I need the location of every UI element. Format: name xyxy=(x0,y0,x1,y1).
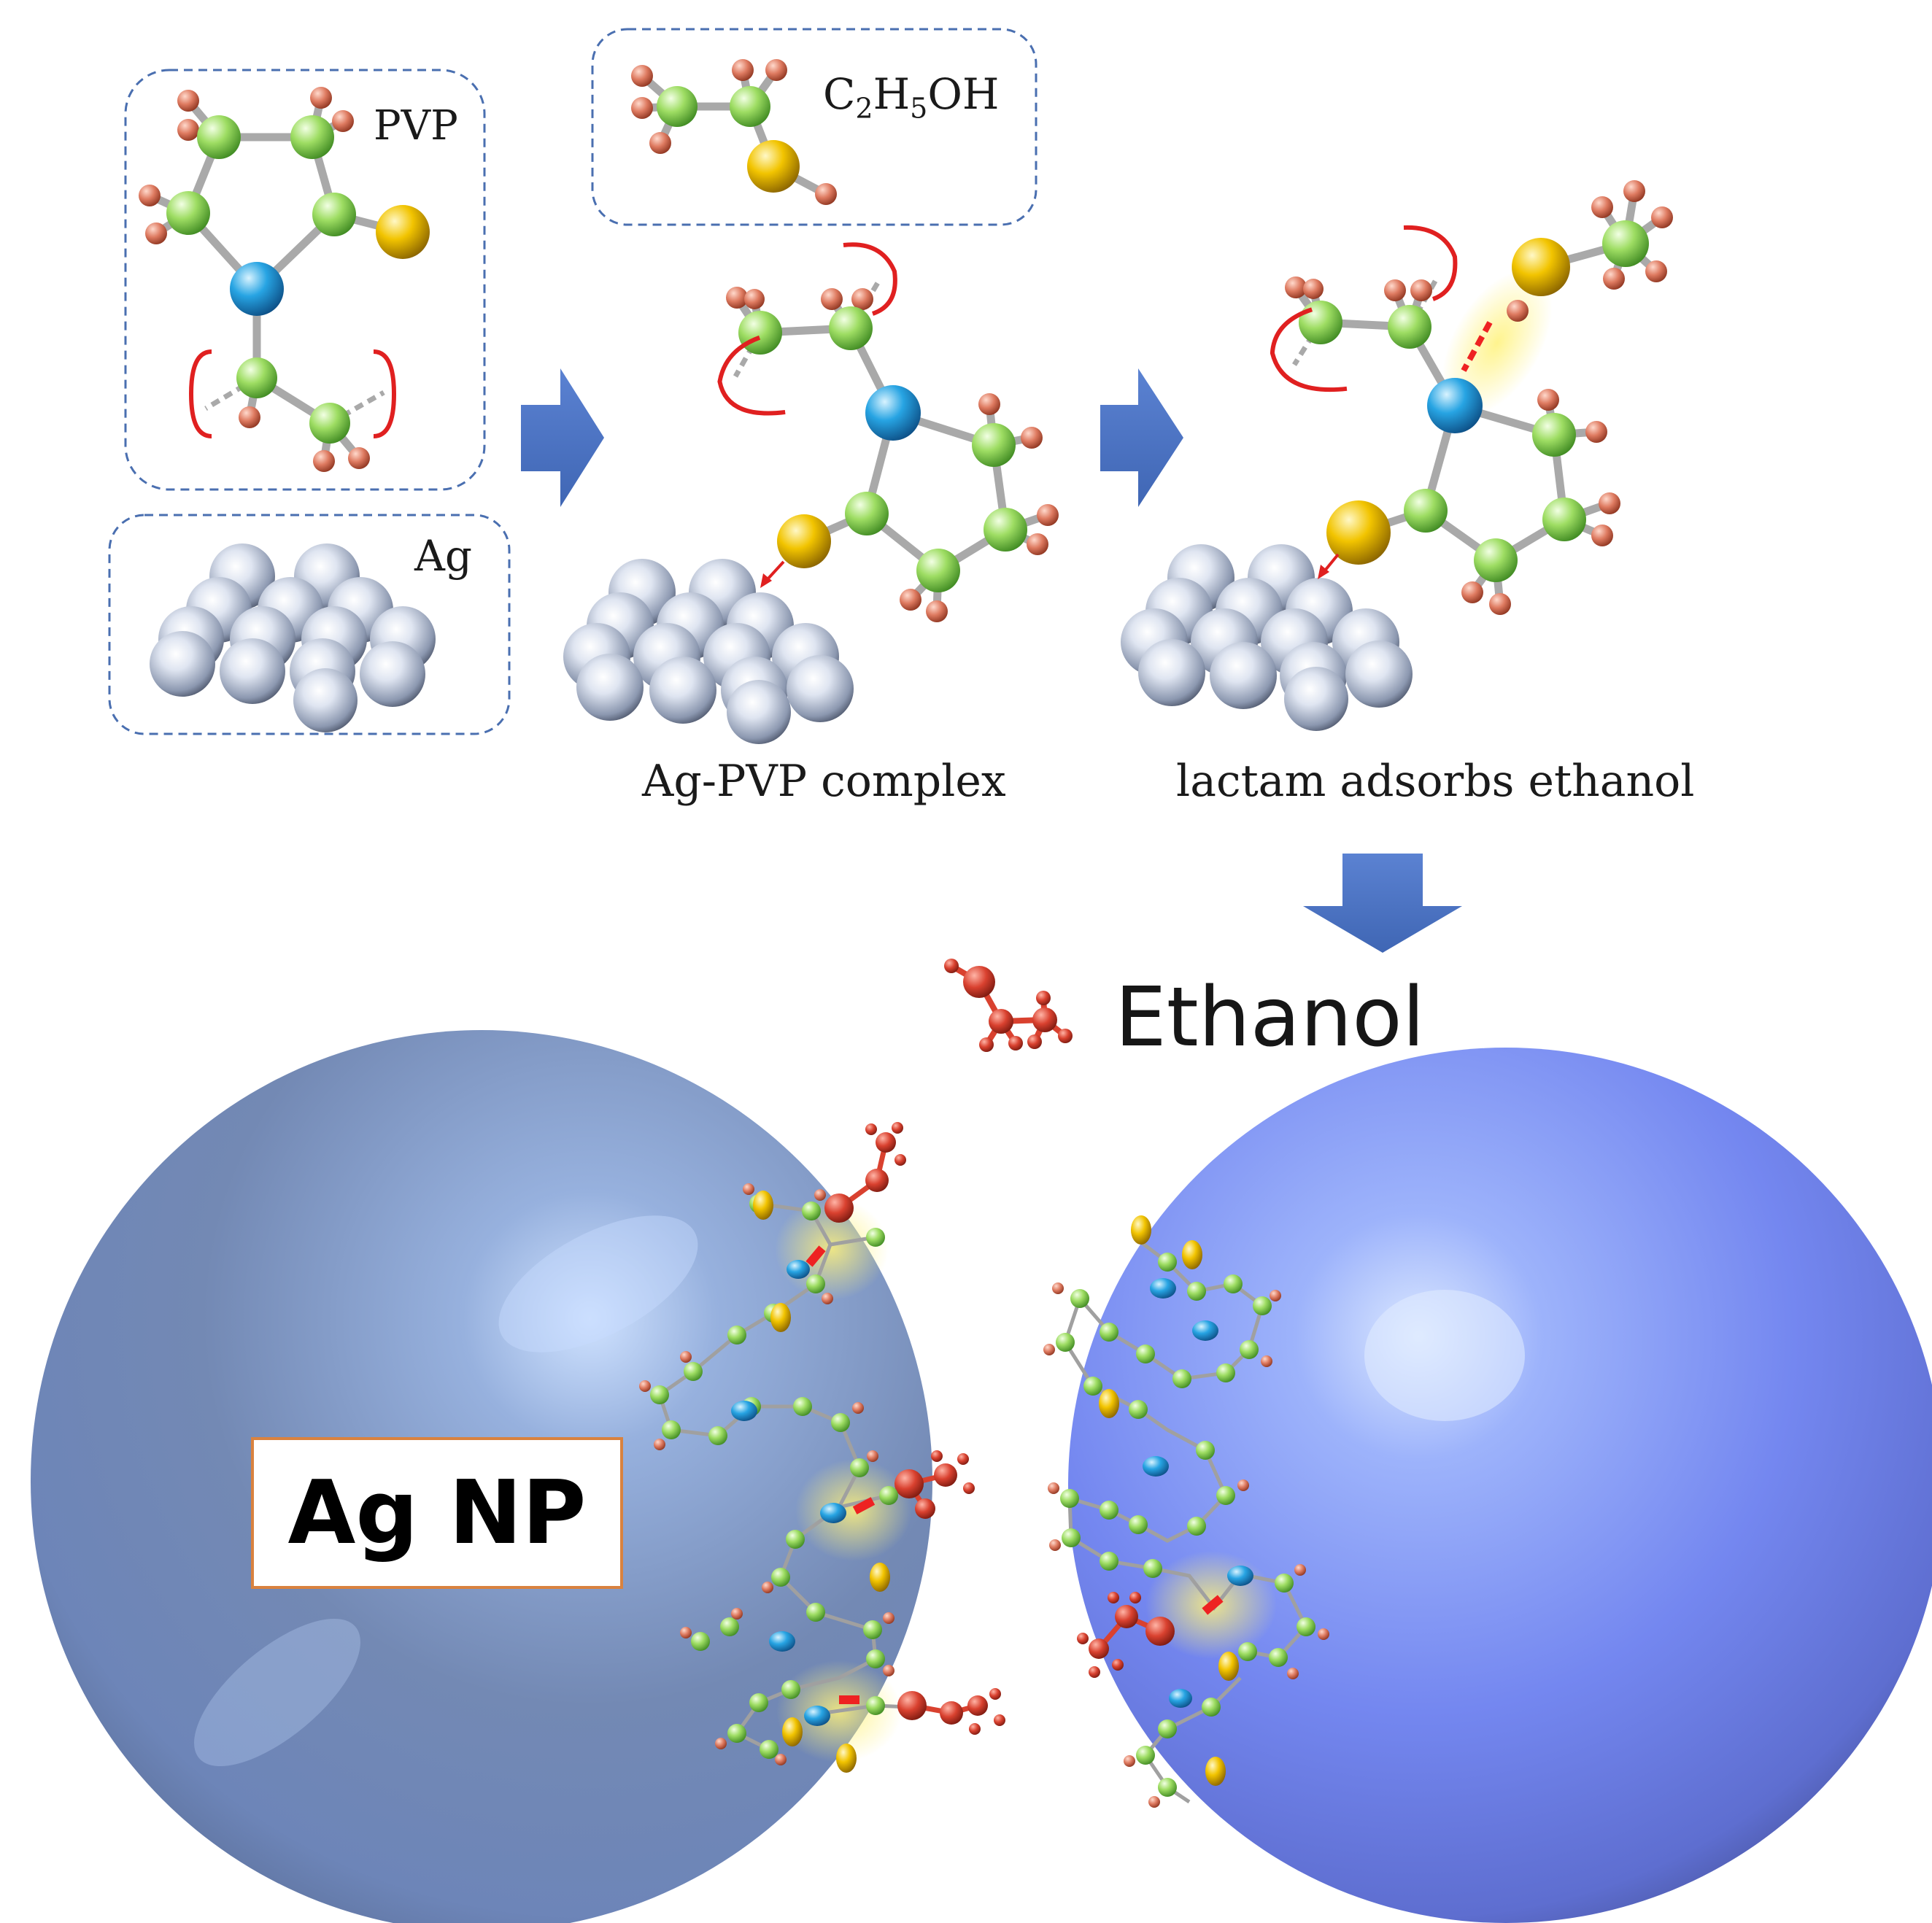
arrow-1 xyxy=(521,368,604,507)
ethanol-legend-icon xyxy=(944,959,1073,1052)
repeat-bracket-icon xyxy=(188,349,397,438)
pvp-chain-left xyxy=(639,1122,1005,1773)
ag-label: Ag xyxy=(414,531,473,581)
lactam-adsorbs-ethanol xyxy=(1121,180,1673,731)
ethanol-molecule-icon xyxy=(631,59,837,205)
hydrogen-bond-icon xyxy=(1461,321,1493,372)
ag-np-label-box: Ag NP xyxy=(251,1437,623,1589)
pvp-box xyxy=(124,69,486,491)
arrow-3 xyxy=(1303,854,1462,953)
ethanol-box xyxy=(591,28,1038,226)
ethanol-formula-label: C2H5OH xyxy=(823,69,1000,125)
silver-lattice-icon xyxy=(150,543,436,732)
ag-pvp-complex-caption: Ag-PVP complex xyxy=(642,756,1006,807)
ag-pvp-complex xyxy=(563,242,1059,744)
pvp-label: PVP xyxy=(374,102,458,150)
ag-box xyxy=(108,514,511,735)
ag-np-label: Ag NP xyxy=(287,1462,587,1564)
lactam-adsorbs-ethanol-caption: lactam adsorbs ethanol xyxy=(1176,756,1695,807)
process-arrow-icon xyxy=(521,368,1462,953)
pvp-chain-right xyxy=(1043,1215,1329,1808)
silver-nanoparticle-right-icon xyxy=(1068,1048,1932,1923)
ethanol-legend-label: Ethanol xyxy=(1115,970,1425,1065)
arrow-2 xyxy=(1100,368,1183,507)
